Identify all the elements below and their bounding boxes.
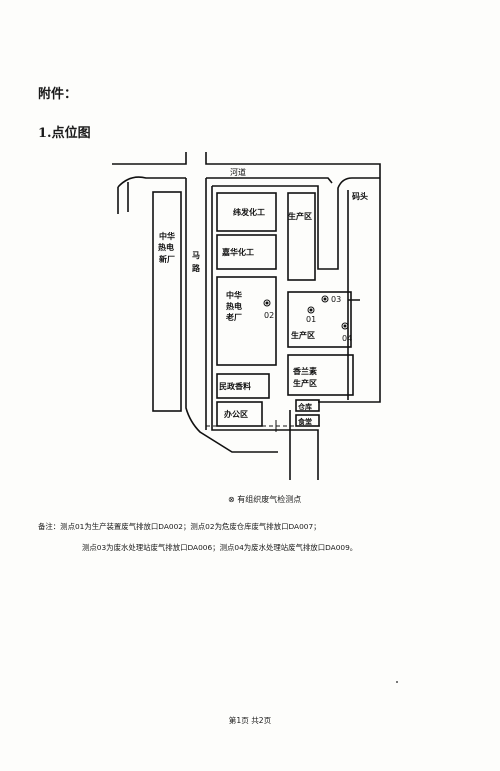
point-01-label: 01 [306, 315, 316, 324]
road-label-char-1: 马 [192, 251, 200, 260]
point-04-label: 04 [342, 334, 352, 343]
river-label: 河道 [230, 167, 246, 177]
attachment-heading: 附件： [38, 87, 78, 102]
sampling-point-04-marker [341, 322, 349, 330]
minzheng-spice-label: 民政香料 [219, 381, 251, 391]
wharf-label: 码头 [352, 191, 368, 201]
sampling-point-02-marker [263, 299, 271, 307]
old-plant-label: 中华 热电 老厂 [225, 290, 245, 322]
warehouse-label: 仓库 [297, 402, 312, 411]
production-area-mid-label: 生产区 [291, 330, 315, 340]
production-area-top-label: 生产区 [288, 211, 312, 221]
xianglansu-label: 香兰素 生产区 [292, 366, 320, 388]
canteen-label: 食堂 [297, 417, 312, 426]
point-02-label: 02 [264, 311, 274, 320]
legend-label: 有组织废气检测点 [237, 495, 302, 504]
section-heading: 1.点位图 [38, 126, 91, 141]
stray-dot [396, 681, 398, 683]
office-area-label: 办公区 [224, 409, 248, 419]
road-label: 马 路 [192, 251, 203, 273]
legend: ⊗ 有组织废气检测点 [228, 494, 301, 505]
point-03-label: 03 [331, 295, 341, 304]
note-line-1: 备注：测点01为生产装置废气排放口DA002；测点02为危废仓库废气排放口DA0… [38, 522, 321, 531]
new-plant-label: 中华 热电 新厂 [158, 231, 178, 264]
sampling-point-03-marker [321, 295, 329, 303]
road-label-char-2: 路 [192, 263, 201, 273]
sampling-point-icon: ⊗ [228, 495, 235, 504]
weifa-chem-label: 纬发化工 [233, 207, 265, 217]
note-line-2: 测点03为废水处理站废气排放口DA006；测点04为废水处理站废气排放口DA00… [82, 543, 358, 552]
jiahua-chem-label: 嘉华化工 [221, 247, 254, 257]
page-footer: 第1页 共2页 [228, 716, 272, 725]
sampling-point-01-marker [307, 306, 315, 314]
